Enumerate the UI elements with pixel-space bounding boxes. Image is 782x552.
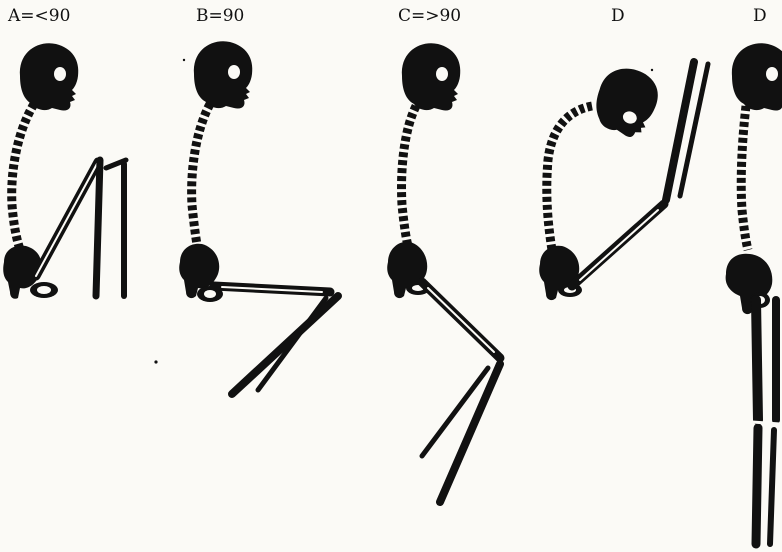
skull-d2	[732, 43, 782, 110]
skeleton-b	[179, 41, 338, 394]
tibia-d1	[666, 62, 694, 200]
skull-a	[20, 43, 78, 110]
skeleton-c	[387, 43, 500, 502]
spine-d2	[741, 106, 748, 250]
fibula-b	[258, 298, 326, 390]
skeleton-d1	[539, 60, 708, 300]
skull-c	[402, 43, 460, 110]
spine-c	[402, 106, 416, 246]
tibia-a	[96, 160, 100, 296]
skull-b	[194, 41, 252, 108]
spine-b	[192, 104, 210, 250]
femur-d2	[756, 300, 758, 420]
fibula-d2	[770, 430, 774, 544]
tibia-b	[232, 296, 338, 394]
spine-d1	[547, 106, 592, 250]
skeleton-a	[3, 43, 126, 299]
tibia-c	[440, 364, 500, 502]
spine-a	[12, 104, 34, 255]
skeleton-d2	[726, 43, 782, 544]
tibia-d2	[756, 428, 758, 544]
skull-d1	[588, 60, 665, 142]
